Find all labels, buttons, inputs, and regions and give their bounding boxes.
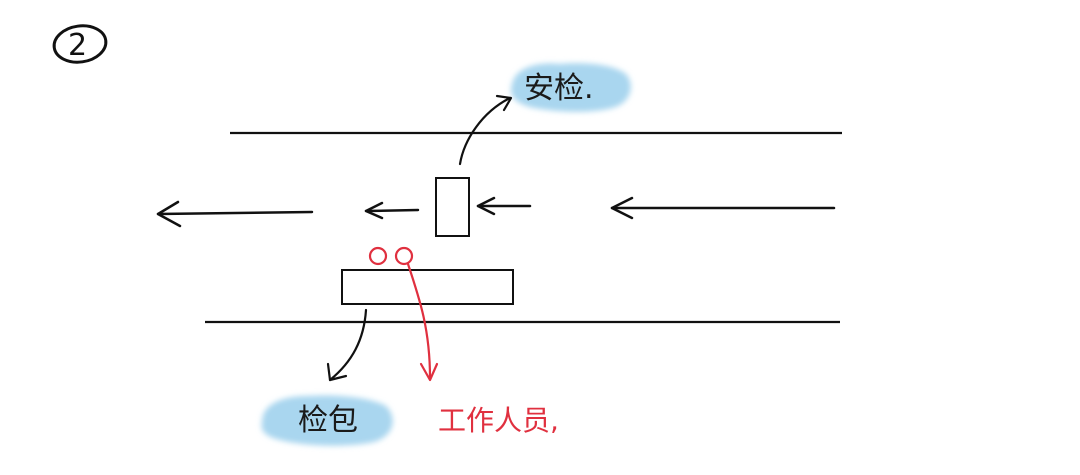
security-gate-box <box>435 177 470 237</box>
bag-check-table-box <box>341 269 514 305</box>
security-check-label: 安检. <box>524 71 594 106</box>
staff-circle <box>368 246 388 266</box>
flow-arrow-after-gate <box>364 201 420 220</box>
security-check-highlight <box>510 63 631 112</box>
flow-arrow-left-exit <box>156 200 314 228</box>
flow-arrow-into-gate <box>476 196 532 216</box>
step-number-badge: 2 <box>52 24 108 64</box>
pointer-to-bag-check <box>326 308 368 382</box>
flow-arrow-entry <box>610 196 836 220</box>
step-number-text: 2 <box>68 28 87 63</box>
bag-check-label: 检包 <box>298 403 358 438</box>
pointer-to-security-check <box>458 94 513 166</box>
pointer-to-staff <box>406 262 439 382</box>
bag-check-highlight <box>261 395 393 446</box>
staff-label: 工作人员, <box>438 404 559 437</box>
staff-circle <box>394 246 414 266</box>
